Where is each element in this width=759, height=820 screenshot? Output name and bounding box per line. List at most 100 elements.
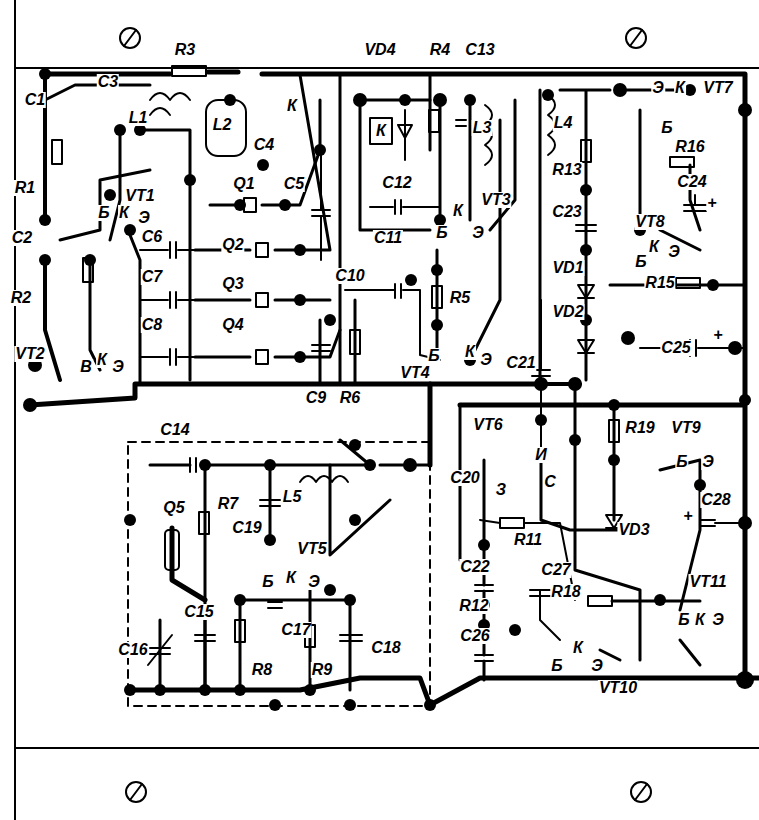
- part-label: R16: [674, 139, 705, 155]
- pin-label: И: [534, 447, 548, 463]
- part-label: VT5: [296, 541, 327, 557]
- part-label: R4: [429, 42, 451, 58]
- part-label: C20: [449, 470, 480, 486]
- part-label: C13: [464, 42, 495, 58]
- part-label: C2: [11, 230, 33, 246]
- part-label: C27: [540, 562, 571, 578]
- pin-label: Э: [711, 612, 725, 628]
- part-label: Q4: [221, 317, 244, 333]
- pin-label: Б: [97, 205, 110, 221]
- part-label: C1: [24, 92, 46, 108]
- part-label: R5: [449, 290, 471, 306]
- part-label: C10: [334, 268, 365, 284]
- pin-label: Э: [307, 574, 321, 590]
- pin-label: Б: [261, 574, 274, 590]
- part-label: Q1: [232, 176, 255, 192]
- pin-label: К: [572, 640, 584, 656]
- part-label: VD2: [551, 304, 584, 320]
- pin-label: Б: [435, 225, 448, 241]
- pin-label: Б: [427, 348, 440, 364]
- pin-label: К: [375, 123, 387, 139]
- part-label: C9: [305, 390, 327, 406]
- pin-label: К: [674, 80, 686, 96]
- part-label: R8: [251, 662, 273, 678]
- part-label: C19: [231, 520, 262, 536]
- part-label: R3: [174, 42, 196, 58]
- part-label: Q5: [162, 500, 185, 516]
- part-label: R9: [311, 662, 333, 678]
- pin-label: Э: [590, 658, 604, 674]
- pin-label: Б: [550, 658, 563, 674]
- pin-label: К: [286, 98, 298, 114]
- part-label: C25: [660, 340, 691, 356]
- pin-label: К: [96, 352, 108, 368]
- part-label: L2: [212, 117, 233, 133]
- pin-label: Б: [677, 612, 690, 628]
- part-label: R2: [10, 290, 32, 306]
- pin-label: Э: [667, 244, 681, 260]
- part-label: C4: [253, 137, 275, 153]
- pin-label: Б: [660, 120, 673, 136]
- pin-label: К: [452, 203, 464, 219]
- pin-label: Э: [471, 225, 485, 241]
- pin-label: +: [682, 508, 693, 524]
- pin-label: К: [648, 239, 660, 255]
- part-label: C18: [370, 640, 401, 656]
- part-label: VT10: [598, 680, 638, 696]
- pin-label: +: [712, 327, 723, 343]
- part-label: VT11: [688, 574, 727, 590]
- pin-label: К: [285, 570, 297, 586]
- part-label: L5: [282, 489, 303, 505]
- part-label: C3: [97, 74, 119, 90]
- part-label: C23: [551, 204, 582, 220]
- part-label: C11: [373, 230, 403, 246]
- pin-label: Э: [479, 352, 493, 368]
- part-label: C24: [676, 174, 707, 190]
- part-label: VT6: [472, 417, 503, 433]
- part-label: VD3: [617, 522, 650, 538]
- part-label: Q2: [221, 237, 244, 253]
- pin-label: Э: [701, 454, 715, 470]
- part-label: C14: [159, 422, 190, 438]
- pin-label: К: [118, 205, 130, 221]
- part-label: VD1: [551, 260, 584, 276]
- part-label: L4: [553, 115, 574, 131]
- part-label: C26: [459, 628, 490, 644]
- pin-label: Э: [111, 359, 125, 375]
- pin-label: К: [694, 612, 706, 628]
- part-label: VT9: [670, 420, 701, 436]
- pin-label: К: [464, 344, 476, 360]
- part-label: C6: [141, 229, 163, 245]
- part-label: C22: [459, 559, 490, 575]
- part-label: C8: [141, 317, 163, 333]
- part-label: VT1: [124, 188, 155, 204]
- part-label: R1: [14, 180, 36, 196]
- part-label: C15: [183, 604, 214, 620]
- part-label: R13: [551, 162, 582, 178]
- part-label: R19: [624, 420, 655, 436]
- part-label: C12: [381, 175, 412, 191]
- pin-label: Э: [137, 210, 151, 226]
- part-label: C5: [283, 176, 305, 192]
- pin-label: С: [543, 474, 557, 490]
- part-label: VT8: [634, 214, 665, 230]
- pin-label: В: [79, 359, 93, 375]
- part-label: VT4: [399, 365, 430, 381]
- part-label: C16: [117, 642, 148, 658]
- part-label: VD4: [363, 42, 396, 58]
- part-label: VT2: [14, 346, 45, 362]
- pin-label: Э: [651, 80, 665, 96]
- part-label: C7: [141, 269, 163, 285]
- part-label: R15: [644, 275, 675, 291]
- pin-label: З: [495, 482, 507, 498]
- part-label: VT7: [702, 80, 733, 96]
- part-label: R12: [458, 598, 489, 614]
- part-label: C17: [280, 622, 311, 638]
- part-label: C21: [505, 355, 536, 371]
- part-label: Q3: [221, 276, 244, 292]
- part-label: C28: [700, 492, 731, 508]
- part-label: R7: [217, 496, 239, 512]
- part-label: R6: [339, 390, 361, 406]
- part-label: R11: [513, 532, 543, 548]
